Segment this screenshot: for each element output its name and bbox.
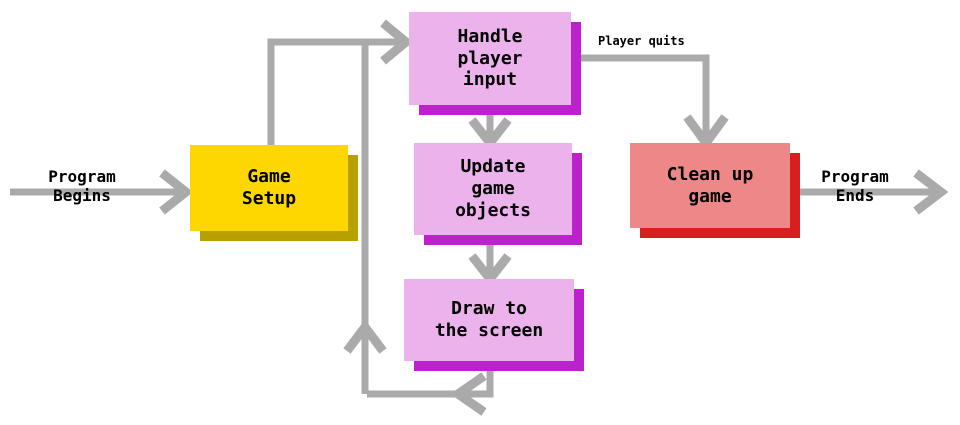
edge-label-program-ends: Program Ends <box>821 167 889 205</box>
arrowhead-loop-back-up <box>343 319 387 354</box>
arrowhead-program-ends <box>913 169 949 215</box>
node-face <box>414 143 572 235</box>
node-label: Clean up game <box>666 163 754 207</box>
edge-game-setup-to-handle-player-input <box>267 38 405 146</box>
node-label: Game Setup <box>241 166 297 209</box>
arrowhead-loop-back-left <box>450 372 487 416</box>
edge-label-program-begins: Program Begins <box>48 167 116 205</box>
node-label: Handle player input <box>457 25 523 91</box>
node-draw-to-the-screen[interactable]: Draw to the screen <box>404 279 584 371</box>
node-label: Draw to the screen <box>434 298 544 341</box>
node-game-setup[interactable]: Game Setup <box>190 145 358 241</box>
node-clean-up-game[interactable]: Clean up game <box>630 143 800 238</box>
node-handle-player-input[interactable]: Handle player input <box>409 12 581 115</box>
edge-handle-to-clean-up-game <box>570 54 710 140</box>
node-face <box>630 143 790 228</box>
edge-label-player-quits: Player quits <box>598 34 685 48</box>
edge-draw-to-loop-back <box>367 361 494 398</box>
node-label: Update game objects <box>455 156 531 221</box>
arrowhead-program-begins <box>159 169 194 215</box>
node-face <box>409 12 571 105</box>
node-face <box>190 145 348 231</box>
node-update-game-objects[interactable]: Update game objects <box>414 143 582 245</box>
arrowhead-handle-player-input <box>380 19 414 65</box>
node-face <box>404 279 574 361</box>
